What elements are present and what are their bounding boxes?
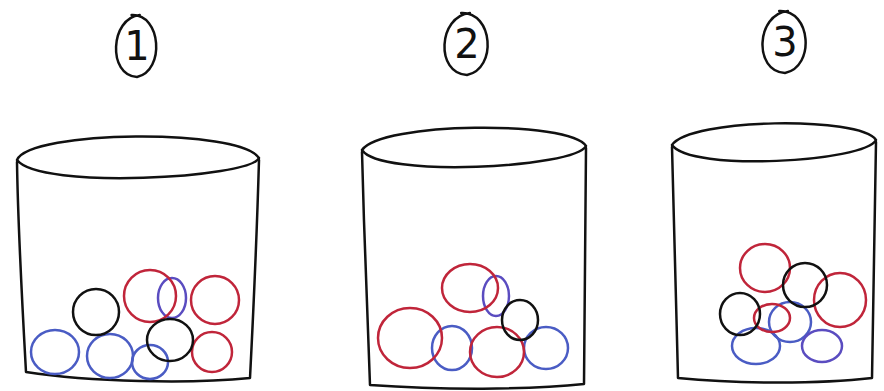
callout-number: 2 [454,24,479,64]
callout-number: 1 [124,26,149,66]
balls [31,270,239,379]
number-circle: 3 [754,9,816,75]
jar [362,128,586,389]
circle-outline [762,11,805,73]
number-circle: 1 [108,13,166,79]
balls [720,244,866,364]
number-circle: 2 [436,11,498,77]
balls [378,264,568,377]
jar [672,123,876,382]
circle-outline [444,13,487,75]
circle-outline [116,15,156,77]
jar [17,136,259,381]
callout-number: 3 [772,22,797,62]
